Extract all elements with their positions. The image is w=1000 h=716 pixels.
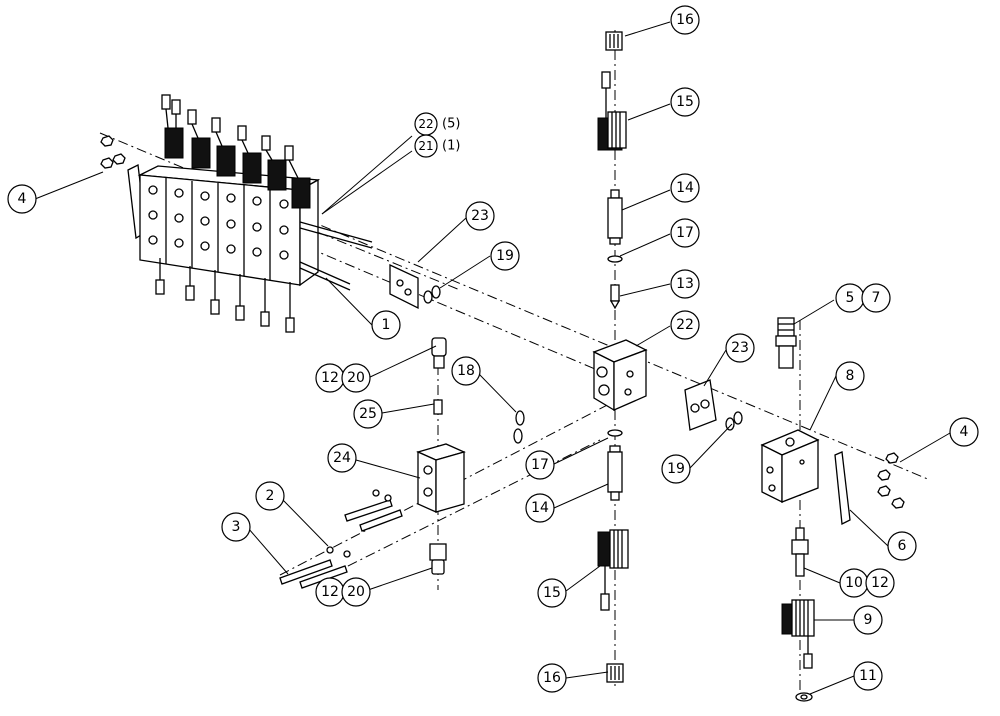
callout-c25: 25 [353,399,383,429]
callout-label: 12 [321,370,339,386]
callout-c2: 2 [255,481,285,511]
callout-label: 22 [418,117,433,131]
callout-c22b: 22 [670,310,700,340]
callout-label: 23 [471,208,489,224]
callout-label: 8 [846,368,855,384]
callout-c15a: 15 [670,87,700,117]
callout-label: 1 [382,317,391,333]
callout-label: 17 [676,225,694,241]
lower-solenoid-stack [597,429,629,683]
callout-c13: 13 [670,269,700,299]
callout-label: 22 [676,317,694,333]
callout-c17b: 17 [525,450,555,480]
callout-label: 19 [496,248,514,264]
callout-label: 4 [18,191,27,207]
callout-label: 12 [871,575,889,591]
callout-c16a: 16 [670,5,700,35]
callout-c14b: 14 [525,493,555,523]
callout-label: 20 [347,370,365,386]
block-24-assembly [416,337,525,575]
callout-label: 25 [359,406,377,422]
gasket-plate-23-upper [389,263,441,310]
callout-label: 23 [731,340,749,356]
callout-label: 3 [232,519,241,535]
callout-c1012: 10 12 [839,568,895,598]
callout-label: 21 [418,139,433,153]
callout-c18: 18 [451,356,481,386]
callout-label: 6 [898,538,907,554]
lower-right-solenoid [781,527,815,702]
callout-label: 14 [531,500,549,516]
callout-label: 16 [676,12,694,28]
callout-s22: 22 (5) [414,112,460,136]
callout-label: 15 [676,94,694,110]
manifold-block-22 [592,339,648,412]
callout-c24: 24 [327,443,357,473]
callout-c16b: 16 [537,663,567,693]
callout-quantity: (1) [442,139,460,154]
callout-label: 17 [531,457,549,473]
callout-c11: 11 [853,661,883,691]
leader-lines [34,21,951,695]
callout-c19b: 19 [661,454,691,484]
callout-c14a: 14 [670,173,700,203]
callout-label: 20 [347,584,365,600]
callout-label: 14 [676,180,694,196]
callout-label: 13 [676,276,694,292]
callout-label: 5 [846,290,855,306]
callout-c9: 9 [853,605,883,635]
callout-label: 24 [333,450,351,466]
callout-c19a: 19 [490,241,520,271]
callout-label: 19 [667,461,685,477]
callout-c1: 1 [371,310,401,340]
callout-c23a: 23 [465,201,495,231]
callout-c1220b: 12 20 [315,577,371,607]
cartridge-5-7 [775,317,797,369]
callout-label: 7 [872,290,881,306]
block-8-assembly [760,429,905,526]
callout-c8: 8 [835,361,865,391]
callout-quantity: (5) [442,117,460,132]
callout-c57: 5 7 [835,283,891,313]
upper-solenoid-stack [597,31,627,310]
callout-label: 4 [960,424,969,440]
callout-c4a: 4 [7,184,37,214]
callout-c3: 3 [221,512,251,542]
valve-bank-assembly [100,94,373,333]
callout-label: 10 [845,575,863,591]
callout-label: 2 [266,488,275,504]
callout-label: 9 [864,612,873,628]
callout-c6: 6 [887,531,917,561]
callout-label: 11 [859,668,877,684]
callout-label: 12 [321,584,339,600]
callout-c17a: 17 [670,218,700,248]
callout-c23b: 23 [725,333,755,363]
callout-s21: 21 (1) [414,134,460,158]
callout-label: 18 [457,363,475,379]
bolts-and-washers [279,489,403,589]
callout-label: 16 [543,670,561,686]
gasket-plate-23-right [684,379,743,431]
callout-c4b: 4 [949,417,979,447]
callout-c15b: 15 [537,578,567,608]
callout-label: 15 [543,585,561,601]
callout-c1220a: 12 20 [315,363,371,393]
